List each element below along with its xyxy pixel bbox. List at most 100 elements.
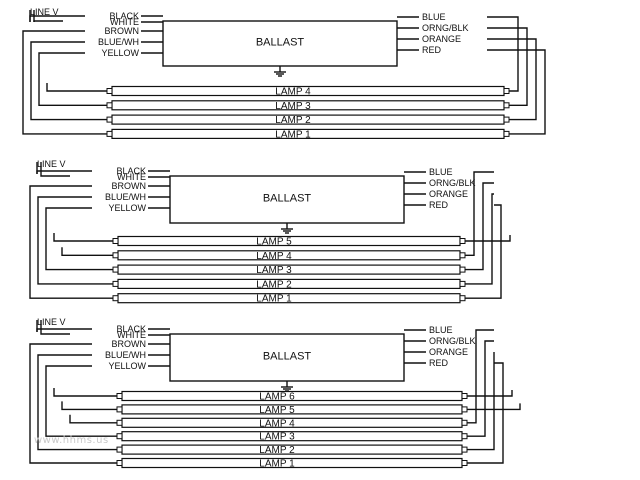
lamp-label: LAMP 5 bbox=[259, 405, 295, 416]
left-wire-label: BLUE/WH bbox=[105, 192, 146, 202]
lamp-left-feed bbox=[61, 247, 113, 257]
ballast-label: BALLAST bbox=[263, 351, 312, 363]
lamp-label: LAMP 5 bbox=[256, 237, 292, 248]
yellow-lead-route bbox=[45, 365, 117, 437]
white-lead-route bbox=[40, 174, 70, 177]
right-lead-route bbox=[467, 352, 495, 451]
blue-wh-lead-route bbox=[37, 354, 117, 451]
lamp-label: LAMP 3 bbox=[259, 432, 295, 443]
lamp-label: LAMP 1 bbox=[259, 459, 295, 470]
left-wire-label: BLUE/WH bbox=[98, 37, 139, 47]
right-wire-label: ORNG/BLK bbox=[429, 178, 476, 188]
ballast-box bbox=[169, 333, 405, 382]
lamp-end-pin bbox=[116, 460, 123, 466]
line-voltage-label: LINE V bbox=[37, 159, 66, 169]
lamp-end-pin bbox=[106, 102, 113, 109]
ballast-label: BALLAST bbox=[263, 193, 312, 205]
right-lead-route bbox=[465, 182, 494, 271]
brown-lead-route bbox=[29, 185, 113, 299]
blue-wh-lead-route bbox=[30, 41, 107, 121]
black-lead-route bbox=[29, 15, 85, 22]
right-lead-route bbox=[465, 204, 502, 299]
lamp-end-pin bbox=[459, 280, 466, 287]
left-wire-label: YELLOW bbox=[108, 203, 146, 213]
right-wire-label: ORNG/BLK bbox=[429, 336, 476, 346]
watermark: www.hhms.us bbox=[34, 435, 109, 446]
right-lead-route bbox=[465, 193, 494, 285]
lamp-label: LAMP 1 bbox=[275, 129, 311, 140]
left-wire-label: BLUE/WH bbox=[105, 350, 146, 360]
lamp-label: LAMP 1 bbox=[256, 294, 292, 305]
lamp-end-pin bbox=[461, 406, 468, 413]
right-wire-label: RED bbox=[429, 358, 449, 368]
lamp-label: LAMP 3 bbox=[256, 265, 292, 276]
lamp-label: LAMP 2 bbox=[256, 279, 292, 290]
lamp-end-pin bbox=[116, 446, 123, 453]
right-wire-label: BLUE bbox=[429, 167, 453, 177]
lamp-end-pin bbox=[112, 280, 119, 287]
right-wire-label: BLUE bbox=[422, 12, 446, 22]
right-lead-route bbox=[487, 16, 519, 92]
lamp-label: LAMP 2 bbox=[275, 115, 311, 126]
brown-lead-route bbox=[29, 343, 117, 464]
lamp-end-pin bbox=[461, 393, 468, 399]
lamp-end-pin bbox=[503, 130, 510, 137]
lamp-end-pin bbox=[112, 238, 119, 244]
left-wire-label: BLACK bbox=[116, 324, 146, 334]
lamp-end-pin bbox=[459, 266, 466, 273]
left-wire-label: BLACK bbox=[116, 166, 146, 176]
left-wire-label: WHITE bbox=[110, 17, 139, 27]
lamp-end-pin bbox=[459, 295, 466, 302]
lamp-left-feed bbox=[69, 414, 117, 424]
lamp-end-pin bbox=[503, 116, 510, 123]
lamp-end-pin bbox=[116, 406, 123, 413]
black-lead-route bbox=[36, 328, 92, 332]
white-lead-route bbox=[40, 332, 70, 335]
lamp-end-pin bbox=[461, 433, 468, 440]
black-lead-route bbox=[36, 170, 92, 174]
ballast-box bbox=[162, 20, 398, 67]
left-wire-label: BROWN bbox=[105, 26, 140, 36]
right-lead-route bbox=[487, 38, 537, 121]
lamp-end-pin bbox=[459, 252, 466, 259]
right-lead-route bbox=[467, 340, 494, 437]
lamp-end-pin bbox=[461, 419, 468, 426]
lamp-label: LAMP 4 bbox=[275, 87, 311, 98]
right-wire-label: ORANGE bbox=[429, 189, 468, 199]
lamp-left-feed bbox=[53, 233, 113, 242]
lamp-end-pin bbox=[461, 460, 468, 466]
lamp-left-feed bbox=[53, 388, 117, 397]
left-wire-label: BLACK bbox=[109, 11, 139, 21]
lamp-end-pin bbox=[112, 252, 119, 259]
lamp-end-pin bbox=[116, 393, 123, 399]
right-lead-route bbox=[487, 49, 546, 135]
lamp-right-feed bbox=[465, 235, 511, 242]
lamp-end-pin bbox=[112, 295, 119, 302]
lamp-left-feed bbox=[61, 401, 117, 411]
left-wire-label: BROWN bbox=[112, 339, 147, 349]
lamp-right-feed bbox=[467, 390, 513, 397]
lamp-end-pin bbox=[459, 238, 466, 244]
left-wire-label: WHITE bbox=[117, 330, 146, 340]
right-wire-label: RED bbox=[422, 45, 442, 55]
lamp-end-pin bbox=[106, 116, 113, 123]
line-voltage-label: LINE V bbox=[30, 7, 59, 17]
lamp-end-pin bbox=[116, 433, 123, 440]
yellow-lead-route bbox=[45, 207, 113, 271]
lamp-end-pin bbox=[112, 266, 119, 273]
lamp-end-pin bbox=[106, 88, 113, 94]
right-wire-label: ORANGE bbox=[429, 347, 468, 357]
brown-lead-route bbox=[22, 30, 107, 135]
lamp-label: LAMP 4 bbox=[259, 418, 295, 429]
lamp-end-pin bbox=[503, 88, 510, 94]
white-lead-route bbox=[33, 20, 63, 22]
lamp-end-pin bbox=[116, 419, 123, 426]
blue-wh-lead-route bbox=[37, 196, 113, 285]
right-lead-route bbox=[467, 362, 504, 464]
right-lead-route bbox=[467, 329, 494, 424]
lamp-right-feed bbox=[467, 403, 521, 411]
